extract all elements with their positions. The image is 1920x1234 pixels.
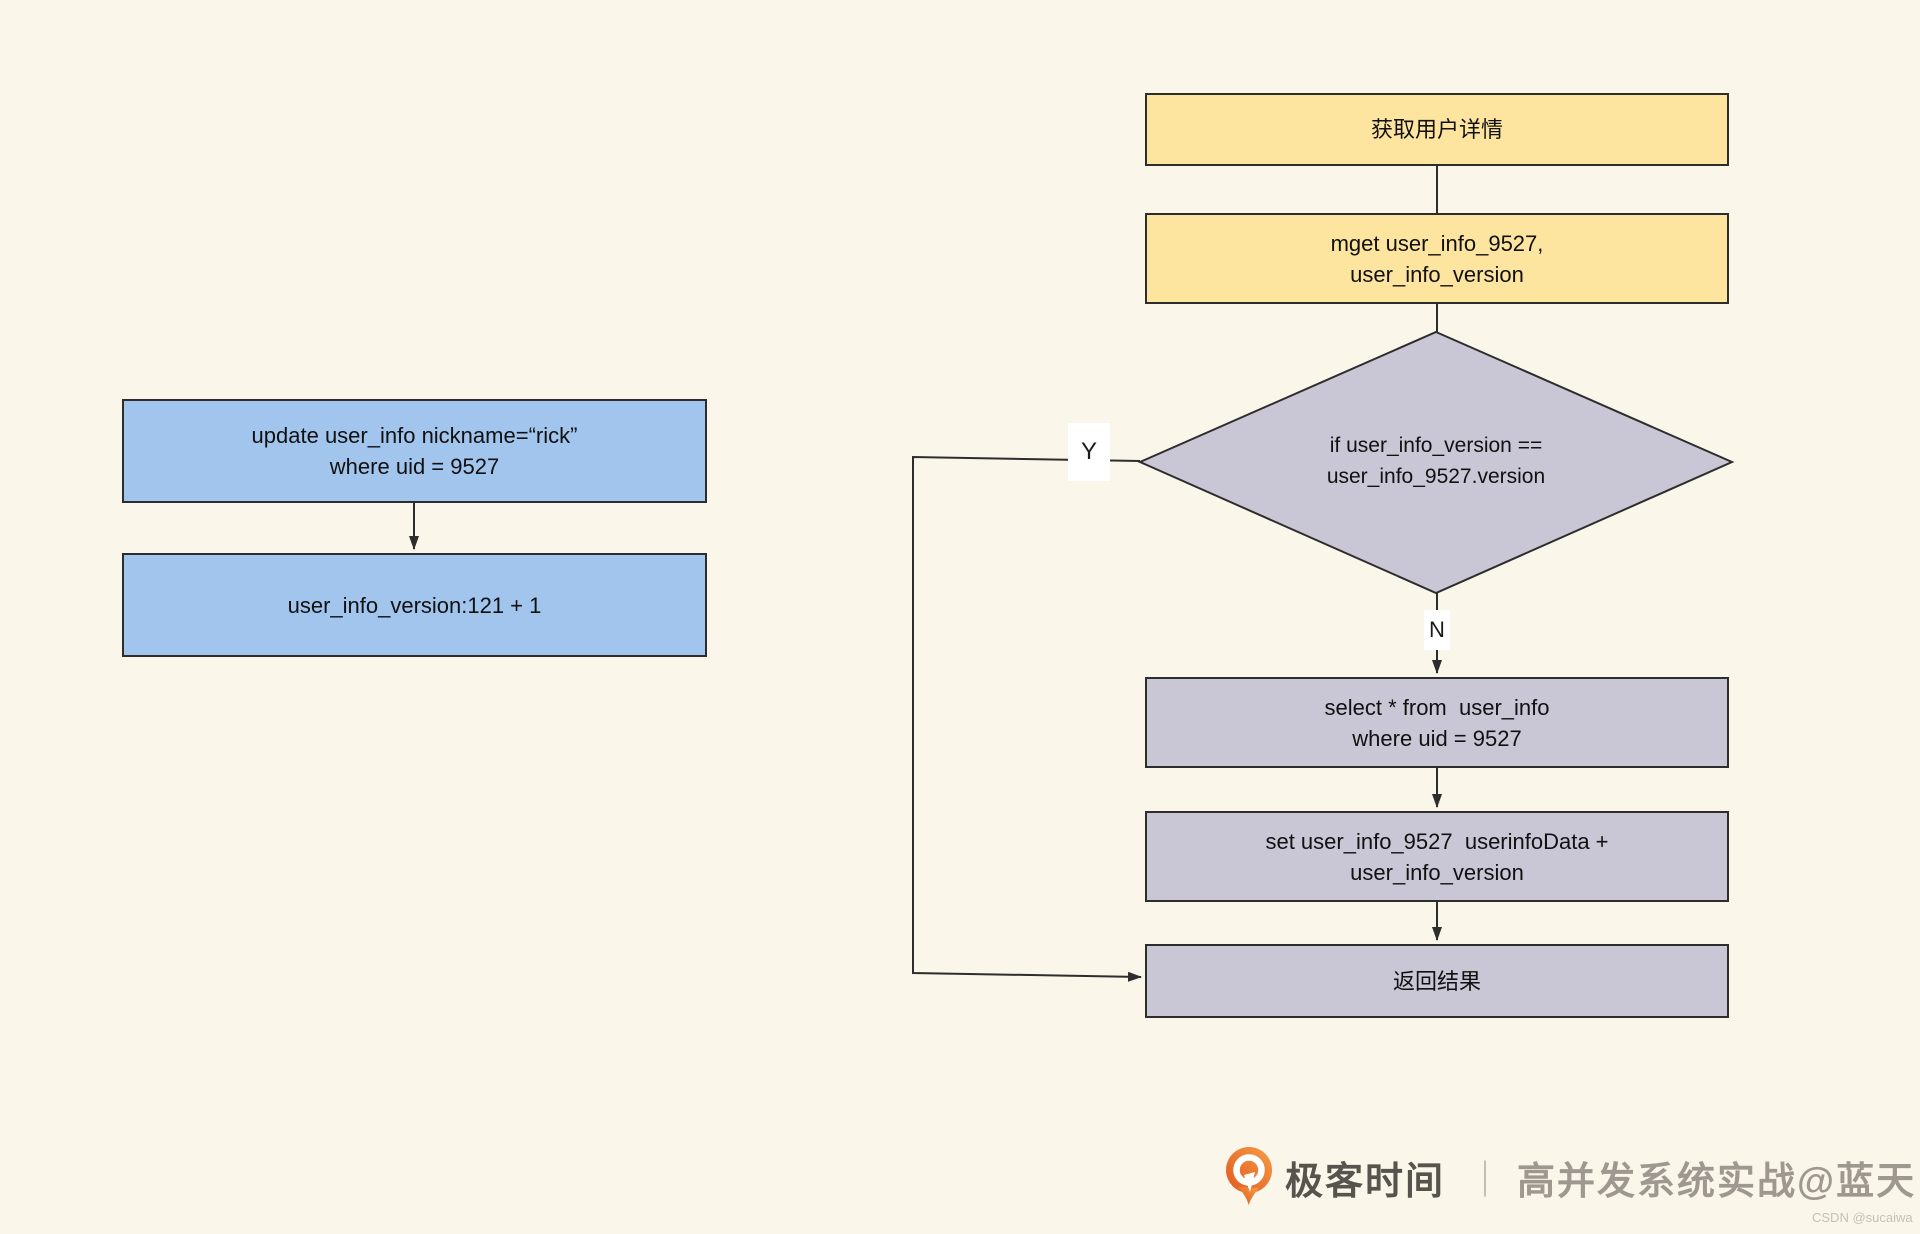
geektime-wordmark: 极客时间 <box>1285 1160 1446 1203</box>
node-text-line: mget user_info_9527, <box>1330 230 1544 256</box>
node-text-line: where uid = 9527 <box>329 454 500 479</box>
branch-label-yes: Y <box>1068 423 1110 481</box>
node-text-line: where uid = 9527 <box>1352 725 1522 751</box>
node-text-line: 获取用户详情 <box>1370 117 1503 142</box>
node-get-user-detail-title: 获取用户详情 <box>1145 93 1729 166</box>
csdn-watermark: CSDN @sucaiwa <box>1812 1210 1913 1225</box>
node-text-line: set user_info_9527 userinfoData + <box>1265 828 1609 854</box>
node-version-increment: user_info_version:121 + 1 <box>122 553 707 657</box>
node-select-db: select * from user_info where uid = 9527 <box>1145 677 1729 768</box>
decision-version-check-text: if user_info_version == user_info_9527.v… <box>1136 430 1736 492</box>
node-text-line: user_info_version <box>1350 859 1524 885</box>
node-return-result: 返回结果 <box>1145 944 1729 1018</box>
decision-diamond-shape <box>1137 330 1735 595</box>
node-mget-cache: mget user_info_9527, user_info_version <box>1145 213 1729 304</box>
node-set-cache: set user_info_9527 userinfoData + user_i… <box>1145 811 1729 902</box>
course-name: 高并发系统实战@蓝天 <box>1517 1160 1917 1203</box>
brand-divider: ｜ <box>1467 1159 1504 1200</box>
branding-bar: 极客时间 ｜ 高并发系统实战@蓝天 <box>1225 1146 1916 1208</box>
node-text-line: if user_info_version == <box>1329 434 1543 457</box>
node-text-line: user_info_version <box>1350 261 1524 287</box>
node-text-line: user_info_9527.version <box>1326 465 1546 488</box>
arrow-yes-branch <box>912 455 1142 982</box>
node-text-line: user_info_version:121 + 1 <box>287 592 542 618</box>
branch-label-no: N <box>1424 610 1450 650</box>
geektime-logo-icon <box>1226 1147 1272 1205</box>
node-text-line: select * from user_info <box>1324 694 1550 720</box>
node-text-line: 返回结果 <box>1392 968 1481 994</box>
node-update-sql: update user_info nickname=“rick” where u… <box>122 399 707 503</box>
node-text-line: update user_info nickname=“rick” <box>251 423 578 448</box>
